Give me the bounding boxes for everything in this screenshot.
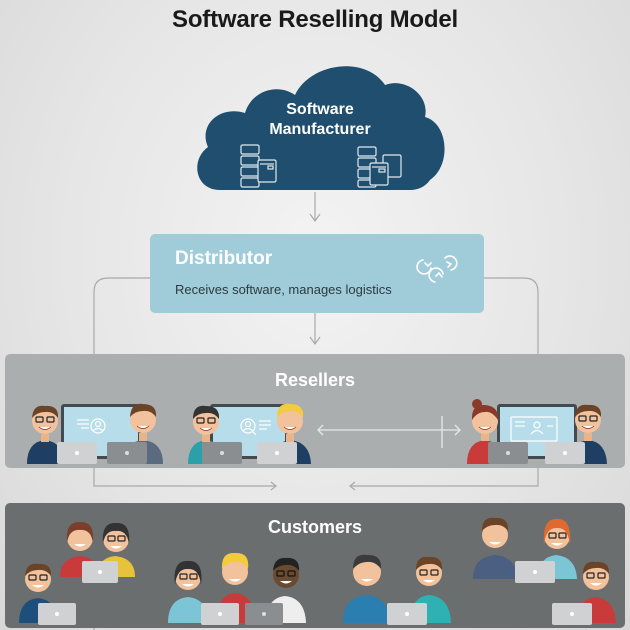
reseller-group-2 bbox=[188, 403, 311, 464]
user-profile-icon bbox=[77, 418, 106, 434]
person-customer bbox=[343, 554, 390, 623]
customer-group-3 bbox=[343, 554, 451, 625]
arrowhead-right bbox=[454, 424, 461, 436]
customers-title: Customers bbox=[267, 517, 363, 537]
customers-band: Customers bbox=[5, 503, 625, 628]
diagram-title: Software Reselling Model bbox=[172, 6, 458, 33]
reseller-group-3 bbox=[467, 399, 607, 464]
person-customer bbox=[473, 517, 517, 579]
manufacturer-label-line1: Software bbox=[286, 101, 354, 118]
connector-distributor-left-branch bbox=[93, 277, 150, 354]
resellers-band: Resellers bbox=[5, 354, 625, 468]
connector-distributor-right-branch bbox=[484, 277, 539, 354]
customer-group-2 bbox=[168, 552, 306, 625]
server-stack-with-windows-icon bbox=[357, 146, 402, 188]
arrowhead-right bbox=[270, 481, 277, 491]
distributor-box: Distributor Receives software, manages l… bbox=[150, 234, 484, 313]
resellers-title: Resellers bbox=[274, 370, 356, 390]
customer-group-1 bbox=[19, 521, 135, 625]
user-search-icon bbox=[240, 418, 271, 436]
manufacturer-cloud bbox=[197, 66, 445, 190]
connector-resellers-customers-left bbox=[93, 468, 276, 487]
resellers-illustration bbox=[27, 399, 607, 464]
connector-resellers-customers-right bbox=[350, 468, 539, 487]
person-customer bbox=[168, 560, 208, 623]
person-reseller bbox=[27, 405, 65, 464]
manufacturer-label-line2: Manufacturer bbox=[269, 121, 371, 138]
customers-illustration bbox=[19, 517, 616, 625]
arrowhead-down bbox=[309, 336, 321, 346]
arrowhead-down bbox=[309, 213, 321, 223]
arrowhead-left bbox=[317, 424, 324, 436]
contact-card-icon bbox=[510, 416, 558, 442]
logistics-cycle-icon bbox=[416, 255, 458, 283]
reseller-group-1 bbox=[27, 403, 163, 464]
distributor-description: Receives software, manages logistics bbox=[175, 282, 392, 297]
distributor-title: Distributor bbox=[175, 248, 273, 269]
arrowhead-left bbox=[349, 481, 356, 491]
server-stack-icon bbox=[240, 144, 277, 188]
customer-group-4 bbox=[473, 517, 616, 625]
manufacturer-label: Software Manufacturer bbox=[190, 100, 450, 140]
